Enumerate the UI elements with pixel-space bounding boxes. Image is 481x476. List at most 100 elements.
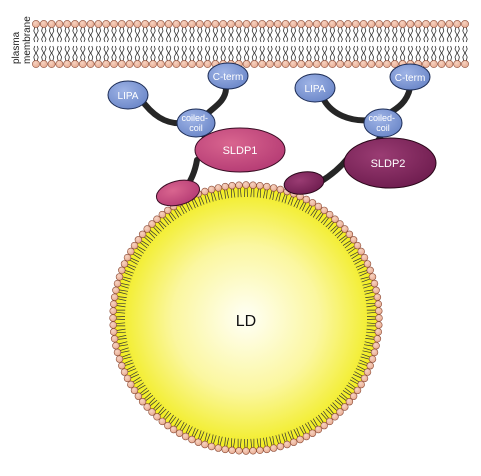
plasma-membrane-head [312,60,321,68]
lipid-droplet-head [242,447,250,455]
plasma-membrane-head [453,20,462,28]
lipid-droplet-head [201,440,209,449]
plasma-membrane-head [383,60,391,68]
lipid-droplet-head [164,206,172,215]
lipid-droplet-head [127,380,135,389]
sldp2-complex: SLDP2 LIPA C-term coiled- coil [283,63,437,195]
sldp1-coiled-coil-line1: coiled- [181,113,208,123]
sldp1-cterm-domain [207,62,249,90]
lipid-droplet-head [345,398,354,406]
sldp2-lipa-label: LIPA [305,84,326,95]
lipid-droplet-head [112,342,120,350]
plasma-membrane-head [359,60,368,68]
sldp1-amphipathic-domain [155,179,201,207]
lipid-droplet-head [164,421,172,430]
lipid-droplet-head [375,307,383,315]
plasma-membrane-head [367,20,376,28]
lipid-droplet-head [109,307,117,315]
lipid-droplet-head [249,447,257,455]
plasma-membrane-head [110,20,118,28]
lipid-droplet-head [207,185,216,194]
lipid-droplet-monolayer [109,181,383,455]
plasma-membrane-head [429,60,438,68]
plasma-membrane-head [39,20,48,28]
lipid-droplet-head [158,417,167,426]
plasma-membrane-head [375,60,384,68]
lipid-droplet-head [353,386,362,395]
lipid-droplet-head [363,260,372,268]
lipid-droplet-head [270,444,278,452]
lipid-droplet-head [283,440,291,449]
lipid-droplet-head [336,220,344,228]
lipid-droplet-head [372,286,380,294]
plasma-membrane-head [32,60,40,68]
lipid-droplet-head [320,421,328,430]
plasma-membrane-label: plasma membrane [11,16,33,64]
lipid-droplet-head [314,425,323,434]
plasma-membrane-head [156,20,165,28]
lipid-droplet-head [314,202,323,211]
lipid-droplet-core [113,185,379,451]
lipid-droplet-head [242,181,250,189]
lipid-droplet-head [368,355,377,363]
sldp1-lipa-label: LIPA [118,91,139,102]
lipid-droplet-head [113,348,122,357]
plasma-membrane-head [344,60,352,68]
plasma-membrane-head [266,60,274,68]
plasma-membrane-head [172,60,181,68]
plasma-membrane-head [351,60,360,68]
lipid-droplet-head [130,241,139,250]
sldp1-lipa-domain [107,80,149,110]
plasma-membrane-head [117,20,126,28]
lipid-droplet-head [235,447,243,455]
lipid-droplet-head [221,182,229,191]
plasma-membrane-label-line1: plasma [11,31,22,64]
plasma-membrane-head [359,20,368,28]
lipid-droplet-head [113,279,122,288]
lipid-droplet-head [341,403,349,411]
plasma-membrane-head [406,20,415,28]
lipid-droplet-head [370,279,379,288]
lipid-droplet-head [127,247,135,256]
plasma-membrane-head [195,20,204,28]
sldp2-tether-lipa [321,97,373,124]
lipid-droplet-head [143,403,151,411]
plasma-membrane-head [328,60,337,68]
lipid-droplet-head [115,355,124,363]
lipid-droplet-head [366,362,374,370]
plasma-membrane-head [312,20,321,28]
plasma-membrane-head [47,20,56,28]
lipid-droplet-head [374,328,382,336]
lipid-droplet-head [363,368,372,376]
plasma-membrane-head [188,60,196,68]
lipid-droplet-head [175,429,184,437]
plasma-membrane-head [188,20,196,28]
lipid-droplet-head [276,185,285,194]
lipid-droplet-head [138,398,147,406]
sldp2-coiled-coil-label: coiled- coil [368,113,397,133]
lipid-droplet-head [123,253,132,262]
sldp1-coiled-coil-domain [176,108,216,138]
lipid-droplet-head [357,247,365,256]
plasma-membrane-head [234,20,243,28]
plasma-membrane-head [164,20,173,28]
lipid-droplet-head [308,199,317,207]
sldp1-coiled-coil-label: coiled- coil [181,113,210,133]
plasma-membrane [32,20,469,68]
sldp1-protein [194,127,286,173]
lipid-droplet-head [256,446,264,454]
plasma-membrane-head [422,20,430,28]
plasma-membrane-head [461,20,469,28]
plasma-membrane-head [133,60,142,68]
lipid-droplet-head [110,293,119,301]
plasma-membrane-head [125,60,134,68]
sldp1-cterm-label: C-term [213,72,244,83]
lipid-droplet-head [158,210,167,219]
plasma-membrane-head [398,20,407,28]
lipid-droplet-head [118,362,126,370]
lipid-droplet-head [331,215,339,223]
plasma-membrane-head [437,20,446,28]
plasma-membrane-head [305,60,313,68]
